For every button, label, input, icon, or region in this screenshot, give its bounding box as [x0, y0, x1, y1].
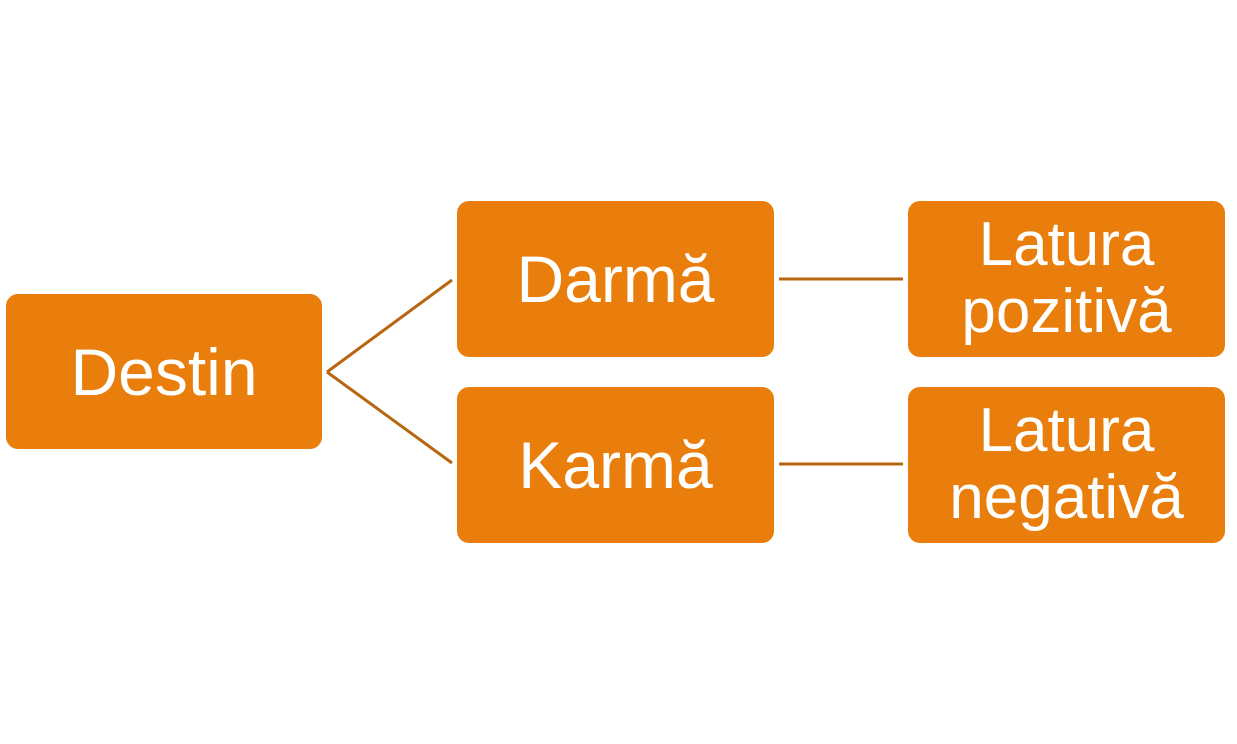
node-latura-pozitiva: Latura pozitivă: [908, 201, 1225, 357]
node-karma-label: Karmă: [518, 428, 713, 502]
node-darma: Darmă: [457, 201, 774, 357]
node-karma: Karmă: [457, 387, 774, 543]
connector-destin-karma: [326, 370, 453, 465]
node-latura-negativa-label: Latura negativă: [949, 396, 1184, 532]
node-darma-label: Darmă: [516, 242, 715, 316]
node-latura-negativa: Latura negativă: [908, 387, 1225, 543]
connector-destin-darma: [326, 278, 453, 374]
node-destin-label: Destin: [70, 334, 258, 409]
node-destin: Destin: [6, 294, 322, 449]
node-latura-pozitiva-label: Latura pozitivă: [961, 210, 1172, 346]
